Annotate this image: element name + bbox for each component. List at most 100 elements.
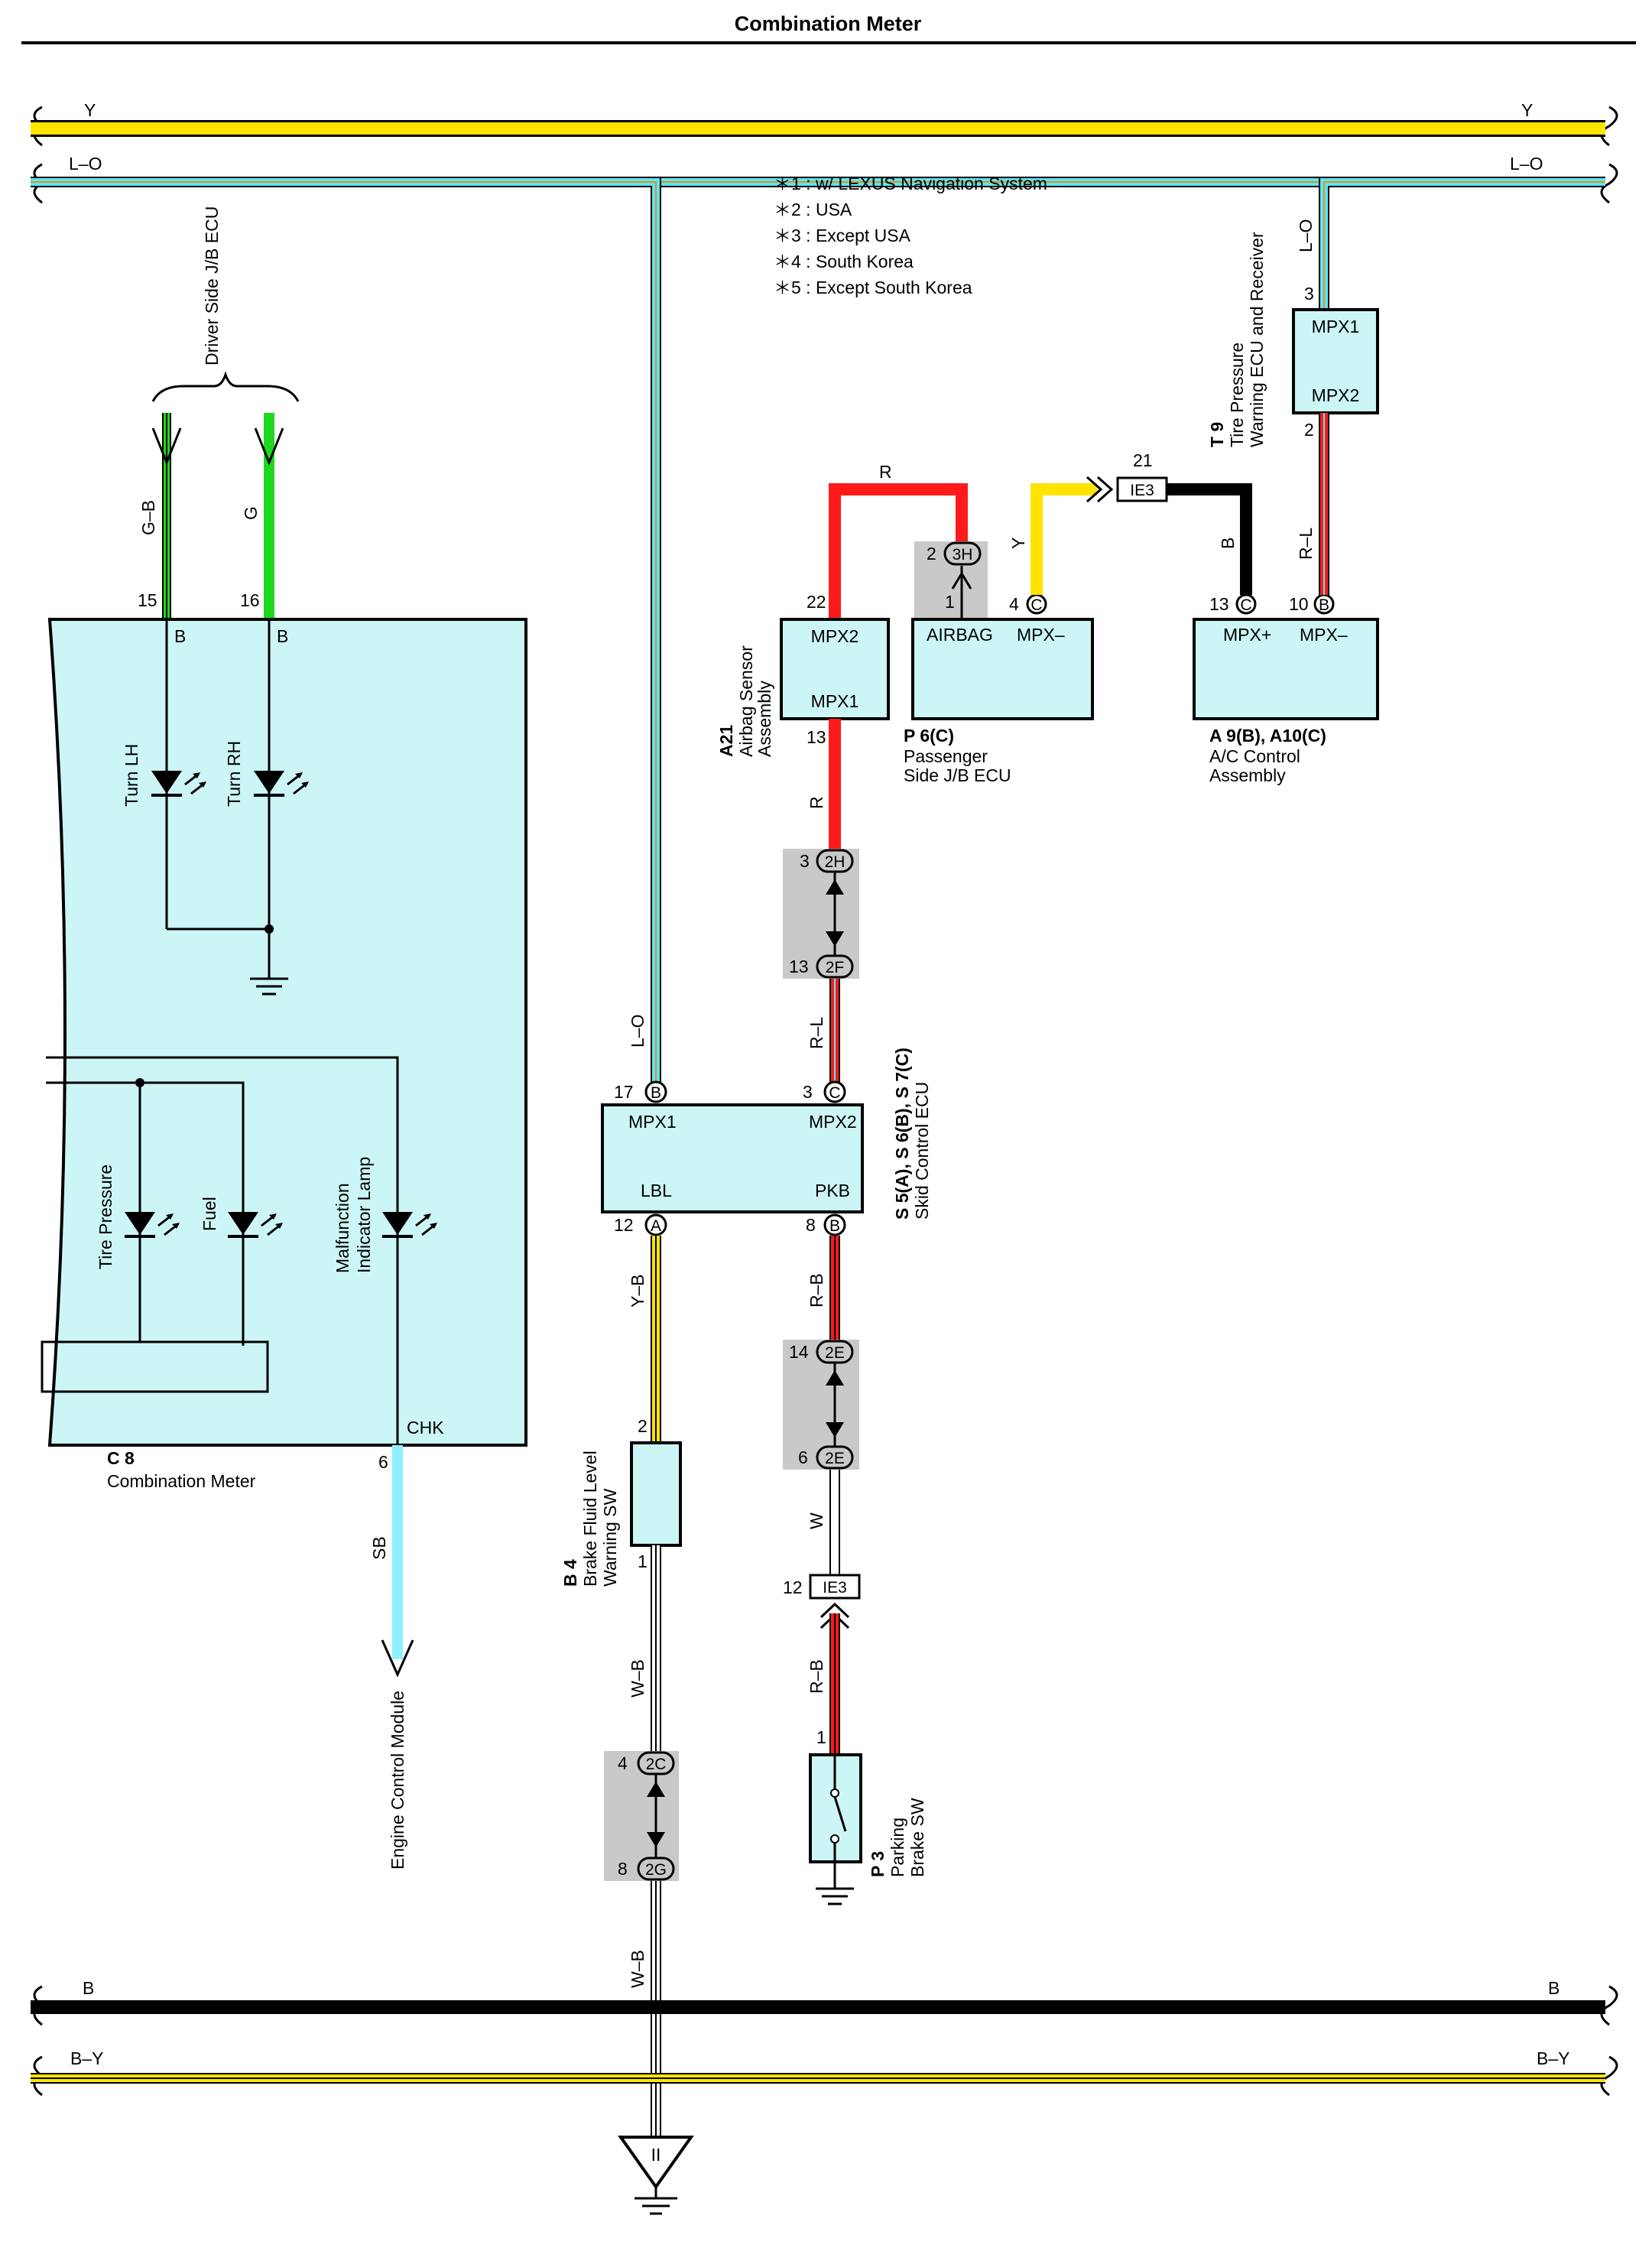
junction-2c-2g: 2C 4 2G 8: [604, 1751, 679, 1881]
skid-control-ecu: B 17 C 3 MPX1 MPX2 LBL PKB A 12 B 8 S 5(…: [601, 1048, 932, 1236]
driver-jb-label: Driver Side J/B ECU: [202, 206, 222, 365]
ac-mpxp: MPX+: [1223, 625, 1271, 645]
wire-r-top: R: [829, 462, 968, 619]
wire-label-rl-right: R–L: [1296, 528, 1316, 560]
wire-label-sb: SB: [369, 1536, 389, 1560]
brake-fluid-pin1: 1: [638, 1551, 647, 1571]
mil-label-1: Malfunction: [333, 1183, 352, 1273]
combo-conn-b1: B: [174, 626, 186, 646]
j2e-b-label: 2E: [825, 1450, 845, 1467]
passenger-airbag-label: AIRBAG: [927, 625, 993, 645]
fuel-label: Fuel: [200, 1197, 219, 1231]
bus-label-by-left: B–Y: [70, 2048, 103, 2068]
junction-3h-pin1: 1: [945, 592, 955, 612]
airbag-pin22: 22: [807, 592, 826, 612]
ac-name2: Assembly: [1209, 765, 1286, 785]
j2c-pin: 4: [618, 1753, 628, 1773]
parking-name2: Brake SW: [907, 1798, 927, 1877]
ground-ii-icon: II: [618, 2136, 694, 2215]
bus-label-lo-left: L–O: [69, 154, 102, 174]
ie3-top-label: IE3: [1130, 482, 1154, 499]
airbag-mpx2: MPX2: [811, 626, 859, 646]
j2h-pin: 3: [800, 851, 810, 871]
ground-icon-parking: [814, 1879, 855, 1905]
turn-rh-label: Turn RH: [224, 741, 244, 807]
wire-rb-upper: R–B: [807, 1236, 840, 1353]
combo-pin-15: 15: [138, 590, 157, 610]
passenger-mpx-label: MPX–: [1017, 625, 1065, 645]
bus-b-bottom: B B: [31, 1978, 1618, 2026]
skid-mpx1: MPX1: [628, 1112, 677, 1132]
wire-label-wb-lower: W–B: [628, 1950, 647, 1988]
combo-name: Combination Meter: [107, 1471, 256, 1491]
wire-label-yb: Y–B: [628, 1275, 647, 1308]
combo-conn-b2: B: [277, 626, 288, 646]
passenger-pin4: 4: [1009, 594, 1019, 614]
combo-code: C 8: [107, 1448, 135, 1468]
junction-3h-label: 3H: [953, 546, 973, 564]
skid-mpx2: MPX2: [809, 1112, 857, 1132]
note-4: ＊4 : South Korea: [774, 252, 914, 271]
tire-ecu-pin2: 2: [1304, 420, 1314, 440]
ac-mpxm: MPX–: [1300, 625, 1348, 645]
parking-code: P 3: [868, 1851, 888, 1877]
airbag-mpx1: MPX1: [811, 691, 859, 711]
wire-r-mid: R: [807, 719, 841, 860]
ac-conn10: B: [1319, 596, 1329, 614]
bus-label-y-left: Y: [84, 100, 96, 120]
note-3: ＊3 : Except USA: [774, 226, 911, 245]
wire-yb: Y–B: [628, 1236, 661, 1443]
notes-list: ＊1 : w/ LEXUS Navigation System ＊2 : USA…: [774, 174, 1047, 297]
ie3-top-pin: 21: [1133, 450, 1153, 470]
ac-pin13: 13: [1209, 594, 1229, 614]
wire-label-b: B: [1218, 538, 1238, 549]
passenger-conn4: C: [1030, 596, 1042, 614]
wire-label-rb-upper: R–B: [807, 1273, 826, 1308]
combination-meter: 15 16 B B Turn LH Turn RH Tire Pressure …: [41, 590, 527, 1491]
wire-label-y: Y: [1008, 538, 1028, 549]
wire-rl-right: R–L: [1296, 413, 1329, 595]
wire-label-r-mid: R: [807, 796, 826, 809]
j2g-label: 2G: [645, 1861, 667, 1879]
skid-name: Skid Control ECU: [912, 1082, 932, 1220]
bus-label-y-right: Y: [1521, 100, 1533, 120]
wire-g: G: [241, 413, 284, 619]
wire-y: Y: [1008, 476, 1114, 595]
skid-conn3: C: [829, 1084, 840, 1102]
driver-jb-ecu: Driver Side J/B ECU: [151, 206, 300, 402]
wire-gb: G–B: [138, 413, 182, 619]
brake-fluid-sw: 2 1 B 4 Brake Fluid Level Warning SW: [560, 1416, 682, 1587]
passenger-jb-ecu: AIRBAG MPX– C 4 P 6(C) Passenger Side J/…: [904, 593, 1094, 785]
turn-lh-label: Turn LH: [122, 744, 141, 807]
brake-fluid-pin2: 2: [638, 1416, 647, 1436]
parking-name1: Parking: [888, 1818, 907, 1877]
tire-ecu-pin3: 3: [1304, 284, 1314, 304]
wire-lo-right: L–O: [1296, 177, 1605, 310]
j2h-label: 2H: [825, 853, 845, 871]
wire-label-lo-right: L–O: [1296, 219, 1316, 252]
wire-label-rl-mid: R–L: [807, 1017, 826, 1049]
passenger-code: P 6(C): [904, 726, 954, 746]
ie3-bottom-label: IE3: [823, 1579, 847, 1597]
note-5: ＊5 : Except South Korea: [774, 278, 972, 297]
mil-label-2: Indicator Lamp: [354, 1157, 374, 1273]
tire-pressure-label: Tire Pressure: [96, 1165, 115, 1269]
wire-label-wb-upper: W–B: [628, 1659, 647, 1697]
ac-pin10: 10: [1289, 594, 1309, 614]
airbag-sensor: MPX2 MPX1 22 13 A21 Airbag Sensor Assemb…: [716, 592, 890, 757]
junction-2h-2f: 2H 3 2F 13: [783, 849, 859, 979]
bus-by-bottom: B–Y B–Y: [31, 2048, 1618, 2097]
tire-ecu-code: T 9: [1207, 422, 1227, 447]
skid-lbl: LBL: [641, 1181, 672, 1200]
bus-label-by-right: B–Y: [1537, 2048, 1569, 2068]
wire-label-w: W: [807, 1512, 826, 1529]
brake-fluid-name1: Brake Fluid Level: [580, 1450, 600, 1587]
j2c-label: 2C: [646, 1756, 667, 1773]
page-title: Combination Meter: [735, 12, 922, 35]
parking-brake-sw: 1 P 3 Parking Brake SW: [809, 1727, 927, 1905]
wire-label-lo-left: L–O: [628, 1015, 647, 1048]
bus-label-b-left: B: [83, 1978, 94, 1998]
j2f-label: 2F: [826, 959, 845, 976]
tire-ecu-name1: Tire Pressure: [1227, 343, 1247, 447]
wire-wb-upper: W–B: [628, 1545, 661, 1759]
